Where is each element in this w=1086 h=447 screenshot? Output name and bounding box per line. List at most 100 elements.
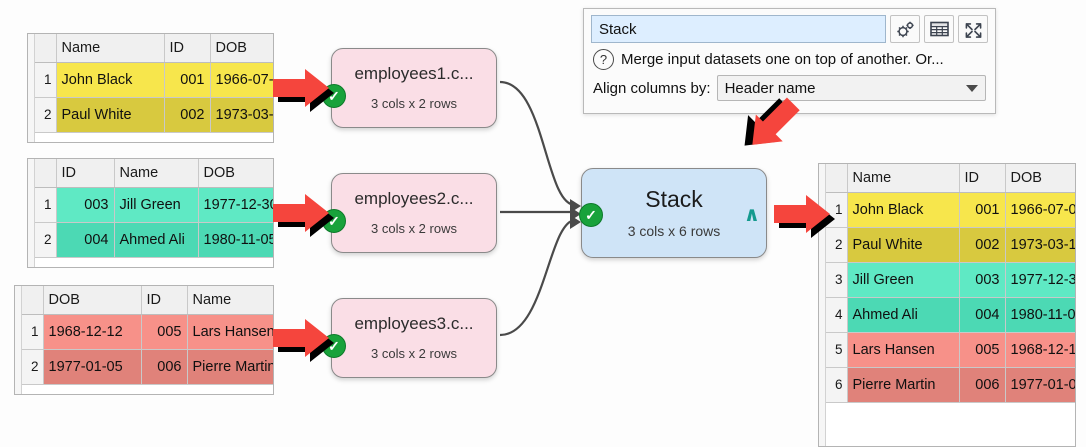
column-header[interactable]: Name bbox=[113, 159, 199, 188]
employees1-table[interactable]: Name ID DOB 1 John Black 001 1966-07-01 … bbox=[27, 33, 274, 143]
table-row[interactable]: 5 Lars Hansen 005 1968-12-12 bbox=[825, 331, 1075, 368]
cell-id[interactable]: 002 bbox=[958, 226, 1006, 263]
cell-id[interactable]: 004 bbox=[958, 296, 1006, 333]
row-number[interactable]: 5 bbox=[825, 331, 848, 368]
row-number[interactable]: 3 bbox=[825, 261, 848, 298]
table-row[interactable]: 2 1977-01-05 006 Pierre Martin bbox=[21, 348, 273, 385]
row-number[interactable]: 1 bbox=[21, 313, 44, 350]
column-header[interactable]: Name bbox=[846, 164, 960, 193]
row-number[interactable]: 1 bbox=[34, 61, 57, 98]
cell-name[interactable]: Lars Hansen bbox=[186, 313, 273, 350]
cell-id[interactable]: 001 bbox=[958, 191, 1006, 228]
cell-name[interactable]: Lars Hansen bbox=[846, 331, 960, 368]
column-header[interactable]: DOB bbox=[197, 159, 273, 188]
cell-dob[interactable]: 1973-03-11 bbox=[209, 96, 273, 133]
column-header[interactable]: Name bbox=[186, 286, 273, 315]
table-row[interactable]: 1 John Black 001 1966-07-01 bbox=[825, 191, 1075, 228]
align-columns-select[interactable]: Header name bbox=[716, 75, 986, 101]
row-number[interactable]: 1 bbox=[825, 191, 848, 228]
panel-description-row: ? Merge input datasets one on top of ano… bbox=[584, 45, 995, 72]
cell-dob[interactable]: 1966-07-01 bbox=[209, 61, 273, 98]
node-employees1[interactable]: employees1.c... 3 cols x 2 rows ✓ bbox=[322, 48, 497, 128]
table-row[interactable]: 4 Ahmed Ali 004 1980-11-05 bbox=[825, 296, 1075, 333]
cell-name[interactable]: Pierre Martin bbox=[846, 366, 960, 403]
cell-name[interactable]: Paul White bbox=[846, 226, 960, 263]
output-port-icon[interactable]: ∧ bbox=[743, 202, 760, 226]
table-row[interactable]: 2 004 Ahmed Ali 1980-11-05 bbox=[34, 221, 273, 258]
table-row[interactable]: 2 Paul White 002 1973-03-11 bbox=[825, 226, 1075, 263]
table-scroll-strip[interactable] bbox=[28, 159, 35, 267]
node-employees2[interactable]: employees2.c... 3 cols x 2 rows ✓ bbox=[322, 173, 497, 253]
node-title: Stack bbox=[645, 186, 703, 213]
cell-name[interactable]: Pierre Martin bbox=[186, 348, 273, 385]
cell-id[interactable]: 006 bbox=[958, 366, 1006, 403]
table-row[interactable]: 2 Paul White 002 1973-03-11 bbox=[34, 96, 273, 133]
table-grid: Name ID DOB 1 John Black 001 1966-07-01 … bbox=[34, 34, 273, 133]
stacked-output-table[interactable]: Name ID DOB 1 John Black 001 1966-07-01 … bbox=[818, 163, 1076, 447]
cell-dob[interactable]: 1980-11-05 bbox=[197, 221, 273, 258]
row-number[interactable]: 2 bbox=[21, 348, 44, 385]
employees2-table[interactable]: ID Name DOB 1 003 Jill Green 1977-12-30 … bbox=[27, 158, 274, 268]
cell-id[interactable]: 003 bbox=[55, 186, 115, 223]
cell-name[interactable]: Jill Green bbox=[846, 261, 960, 298]
settings-gears-button[interactable] bbox=[890, 15, 920, 43]
input-port-3[interactable] bbox=[570, 215, 581, 229]
column-header[interactable]: DOB bbox=[1004, 164, 1075, 193]
column-header[interactable]: ID bbox=[55, 159, 115, 188]
cell-name[interactable]: Ahmed Ali bbox=[113, 221, 199, 258]
table-row[interactable]: 6 Pierre Martin 006 1977-01-05 bbox=[825, 366, 1075, 403]
cell-name[interactable]: John Black bbox=[55, 61, 165, 98]
node-subtitle: 3 cols x 2 rows bbox=[371, 220, 457, 236]
node-stack[interactable]: Stack 3 cols x 6 rows ✓ ∧ bbox=[570, 168, 767, 258]
cell-dob[interactable]: 1966-07-01 bbox=[1004, 191, 1075, 228]
column-header[interactable]: DOB bbox=[209, 34, 273, 63]
column-header[interactable]: DOB bbox=[42, 286, 142, 315]
question-mark-icon[interactable]: ? bbox=[593, 49, 614, 70]
cell-dob[interactable]: 1980-11-05 bbox=[1004, 296, 1075, 333]
employees3-table[interactable]: DOB ID Name 1 1968-12-12 005 Lars Hansen… bbox=[14, 285, 274, 395]
node-name-input[interactable]: Stack bbox=[591, 15, 886, 43]
cell-id[interactable]: 002 bbox=[163, 96, 211, 133]
cell-name[interactable]: Ahmed Ali bbox=[846, 296, 960, 333]
cell-id[interactable]: 005 bbox=[958, 331, 1006, 368]
cell-dob[interactable]: 1977-01-05 bbox=[1004, 366, 1075, 403]
cell-id[interactable]: 003 bbox=[958, 261, 1006, 298]
node-properties-panel[interactable]: Stack bbox=[583, 8, 996, 114]
row-number-header bbox=[825, 164, 848, 193]
cell-name[interactable]: Paul White bbox=[55, 96, 165, 133]
cell-id[interactable]: 006 bbox=[140, 348, 188, 385]
row-number[interactable]: 2 bbox=[34, 96, 57, 133]
node-employees3[interactable]: employees3.c... 3 cols x 2 rows ✓ bbox=[322, 298, 497, 378]
cell-dob[interactable]: 1977-01-05 bbox=[42, 348, 142, 385]
table-row[interactable]: 1 003 Jill Green 1977-12-30 bbox=[34, 186, 273, 223]
input-port-2[interactable] bbox=[570, 207, 581, 221]
table-row[interactable]: 3 Jill Green 003 1977-12-30 bbox=[825, 261, 1075, 298]
column-header[interactable]: ID bbox=[958, 164, 1006, 193]
cell-name[interactable]: Jill Green bbox=[113, 186, 199, 223]
table-row[interactable]: 1 John Black 001 1966-07-01 bbox=[34, 61, 273, 98]
row-number[interactable]: 4 bbox=[825, 296, 848, 333]
row-number[interactable]: 2 bbox=[34, 221, 57, 258]
column-header[interactable]: ID bbox=[140, 286, 188, 315]
column-header[interactable]: ID bbox=[163, 34, 211, 63]
cell-id[interactable]: 004 bbox=[55, 221, 115, 258]
row-number[interactable]: 6 bbox=[825, 366, 848, 403]
cell-dob[interactable]: 1973-03-11 bbox=[1004, 226, 1075, 263]
row-number[interactable]: 2 bbox=[825, 226, 848, 263]
cell-id[interactable]: 001 bbox=[163, 61, 211, 98]
cell-name[interactable]: John Black bbox=[846, 191, 960, 228]
table-scroll-strip[interactable] bbox=[15, 286, 22, 394]
column-header[interactable]: Name bbox=[55, 34, 165, 63]
table-scroll-strip[interactable] bbox=[28, 34, 35, 142]
table-row[interactable]: 1 1968-12-12 005 Lars Hansen bbox=[21, 313, 273, 350]
row-number[interactable]: 1 bbox=[34, 186, 57, 223]
cell-dob[interactable]: 1968-12-12 bbox=[1004, 331, 1075, 368]
table-scroll-strip[interactable] bbox=[819, 164, 826, 446]
cell-dob[interactable]: 1977-12-30 bbox=[1004, 261, 1075, 298]
input-port-1[interactable] bbox=[570, 199, 581, 213]
expand-button[interactable] bbox=[958, 15, 988, 43]
cell-dob[interactable]: 1977-12-30 bbox=[197, 186, 273, 223]
show-table-button[interactable] bbox=[924, 15, 954, 43]
cell-dob[interactable]: 1968-12-12 bbox=[42, 313, 142, 350]
cell-id[interactable]: 005 bbox=[140, 313, 188, 350]
